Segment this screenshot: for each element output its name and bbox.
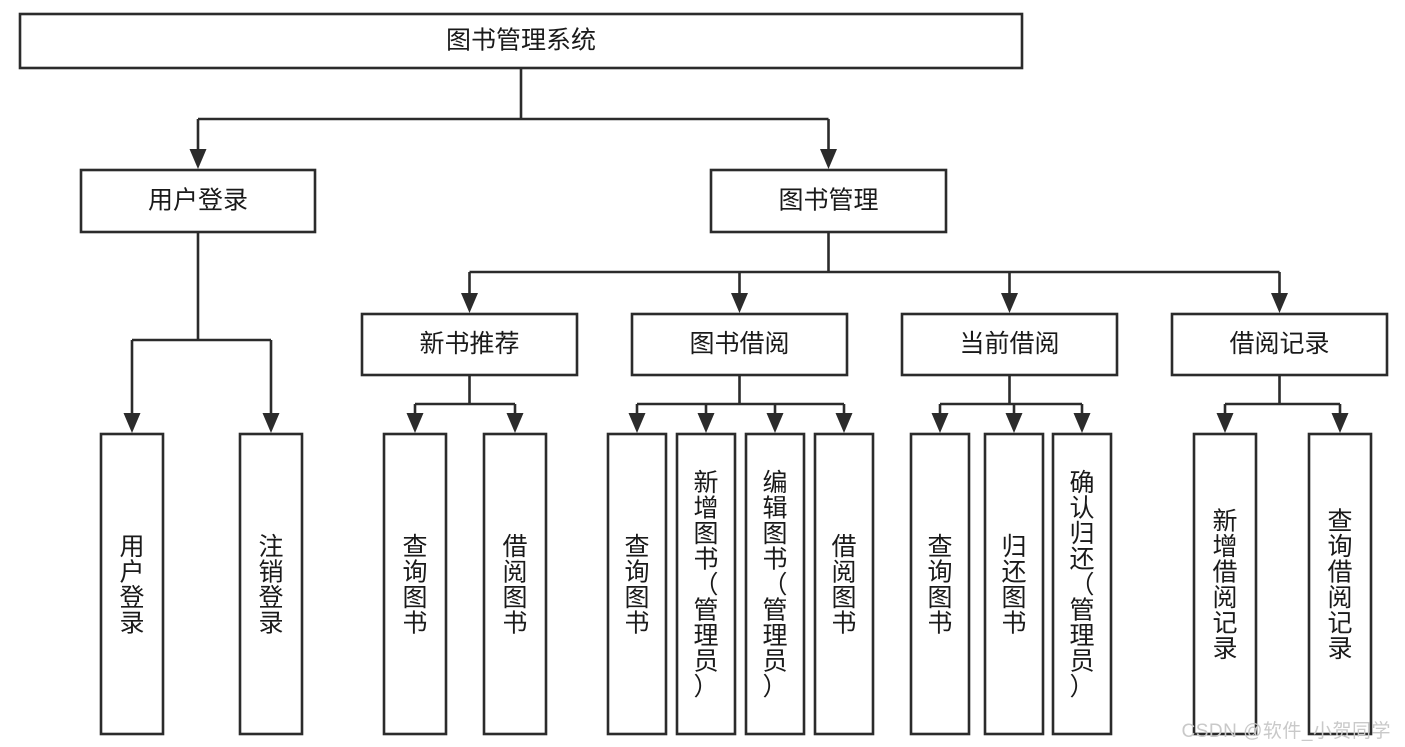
node-box-root: [18, 12, 1024, 70]
node-current-borrow[interactable]: 当前借阅: [900, 312, 1119, 377]
arrow-head-icon: [506, 413, 524, 433]
arrow-head-icon: [1005, 413, 1023, 433]
node-box-leaf-confirm-return: [1051, 432, 1113, 736]
arrow-head-icon: [1271, 293, 1288, 313]
node-label-leaf-return-book: 归还图书: [1001, 532, 1026, 637]
node-box-borrow-record: [1170, 312, 1389, 377]
node-box-leaf-query-book-current: [909, 432, 971, 736]
node-box-leaf-borrow-book-recommend: [482, 432, 548, 736]
arrow-head-icon: [189, 149, 207, 169]
node-box-leaf-add-book: [675, 432, 737, 736]
node-box-leaf-query-book-recommend: [382, 432, 448, 736]
node-label-leaf-confirm-return: 确认归还（管理员）: [1069, 469, 1094, 701]
node-box-leaf-borrow-book: [813, 432, 875, 736]
node-box-leaf-user-logout: [238, 432, 304, 736]
node-box-book-management: [709, 168, 948, 234]
node-label-leaf-edit-book: 编辑图书（管理员）: [762, 469, 787, 701]
node-label-leaf-add-borrow-record: 新增借阅记录: [1212, 507, 1237, 663]
node-label-leaf-query-borrow-record: 查询借阅记录: [1327, 507, 1352, 663]
node-layer: 图书管理系统用户登录图书管理新书推荐图书借阅当前借阅借阅记录用户登录注销登录查询…: [18, 12, 1389, 736]
node-new-book-recommend[interactable]: 新书推荐: [360, 312, 579, 377]
node-label-book-management: 图书管理: [778, 187, 878, 215]
node-leaf-user-logout[interactable]: 注销登录: [238, 432, 304, 736]
arrow-head-icon: [406, 413, 424, 433]
node-book-borrow[interactable]: 图书借阅: [630, 312, 849, 377]
node-leaf-query-book-borrow[interactable]: 查询图书: [606, 432, 668, 736]
node-borrow-record[interactable]: 借阅记录: [1170, 312, 1389, 377]
node-leaf-add-borrow-record[interactable]: 新增借阅记录: [1192, 432, 1258, 736]
arrow-head-icon: [1331, 413, 1349, 433]
node-label-leaf-query-book-recommend: 查询图书: [402, 532, 427, 637]
node-label-leaf-query-book-current: 查询图书: [927, 532, 952, 637]
node-leaf-query-book-current[interactable]: 查询图书: [909, 432, 971, 736]
node-leaf-edit-book[interactable]: 编辑图书（管理员）: [744, 432, 806, 736]
node-leaf-user-login[interactable]: 用户登录: [99, 432, 165, 736]
node-leaf-borrow-book-recommend[interactable]: 借阅图书: [482, 432, 548, 736]
arrow-head-icon: [262, 413, 280, 433]
node-box-leaf-query-book-borrow: [606, 432, 668, 736]
arrow-head-icon: [1216, 413, 1234, 433]
node-box-leaf-add-borrow-record: [1192, 432, 1258, 736]
arrow-head-icon: [731, 293, 748, 313]
node-leaf-add-book[interactable]: 新增图书（管理员）: [675, 432, 737, 736]
node-label-leaf-add-book: 新增图书（管理员）: [693, 469, 718, 701]
node-leaf-borrow-book[interactable]: 借阅图书: [813, 432, 875, 736]
node-box-leaf-user-login: [99, 432, 165, 736]
node-box-leaf-edit-book: [744, 432, 806, 736]
node-root[interactable]: 图书管理系统: [18, 12, 1024, 70]
node-label-new-book-recommend: 新书推荐: [419, 330, 519, 358]
node-label-user-login: 用户登录: [148, 187, 248, 215]
node-box-leaf-query-borrow-record: [1307, 432, 1373, 736]
arrow-head-icon: [931, 413, 949, 433]
arrow-head-icon: [461, 293, 478, 313]
arrow-head-icon: [697, 413, 715, 433]
node-box-book-borrow: [630, 312, 849, 377]
arrow-head-icon: [835, 413, 853, 433]
node-box-leaf-return-book: [983, 432, 1045, 736]
node-leaf-confirm-return[interactable]: 确认归还（管理员）: [1051, 432, 1113, 736]
node-box-current-borrow: [900, 312, 1119, 377]
node-label-book-borrow: 图书借阅: [689, 330, 789, 358]
node-user-login[interactable]: 用户登录: [79, 168, 317, 234]
node-label-leaf-user-logout: 注销登录: [258, 532, 283, 637]
arrow-head-icon: [1073, 413, 1091, 433]
node-leaf-query-borrow-record[interactable]: 查询借阅记录: [1307, 432, 1373, 736]
node-label-leaf-user-login: 用户登录: [119, 532, 144, 637]
arrow-head-icon: [123, 413, 141, 433]
node-leaf-query-book-recommend[interactable]: 查询图书: [382, 432, 448, 736]
connector-layer: [123, 68, 1349, 433]
node-box-new-book-recommend: [360, 312, 579, 377]
arrow-head-icon: [766, 413, 784, 433]
arrow-head-icon: [628, 413, 646, 433]
node-label-leaf-query-book-borrow: 查询图书: [624, 532, 649, 637]
arrow-head-icon: [820, 149, 837, 169]
node-label-leaf-borrow-book-recommend: 借阅图书: [502, 532, 527, 637]
node-leaf-return-book[interactable]: 归还图书: [983, 432, 1045, 736]
node-book-management[interactable]: 图书管理: [709, 168, 948, 234]
arrow-head-icon: [1001, 293, 1018, 313]
node-label-borrow-record: 借阅记录: [1229, 330, 1329, 358]
node-box-user-login: [79, 168, 317, 234]
node-label-current-borrow: 当前借阅: [959, 330, 1059, 358]
node-label-root: 图书管理系统: [446, 27, 596, 55]
node-label-leaf-borrow-book: 借阅图书: [831, 532, 856, 637]
